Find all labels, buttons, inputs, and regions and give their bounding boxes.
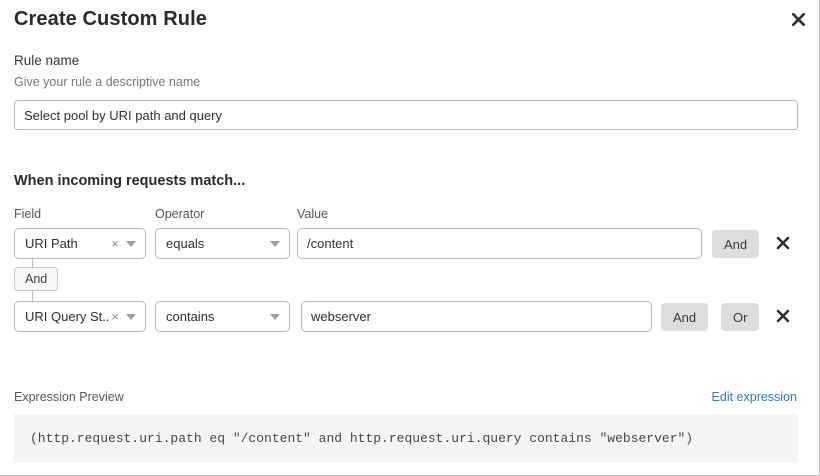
connector-line-top: [32, 259, 33, 269]
field-select-value-row-1: URI Path: [25, 236, 78, 251]
chevron-down-icon-field-row-1[interactable]: [126, 240, 136, 247]
delete-condition-row-2[interactable]: [774, 307, 792, 325]
close-icon[interactable]: [787, 8, 809, 30]
column-header-field: Field: [14, 207, 42, 221]
column-header-operator: Operator: [155, 207, 205, 221]
connector-and-label: And: [25, 272, 48, 286]
value-input-row-1[interactable]: [297, 228, 702, 259]
edit-expression-link[interactable]: Edit expression: [711, 390, 797, 404]
operator-select-row-2[interactable]: contains: [155, 301, 290, 332]
rule-name-label: Rule name: [14, 53, 80, 68]
chevron-down-icon-operator-row-1[interactable]: [270, 240, 280, 247]
rule-name-input[interactable]: [14, 100, 798, 130]
clear-icon-field-row-2[interactable]: ×: [111, 309, 119, 324]
field-select-value-row-2: URI Query St...: [25, 309, 110, 324]
clear-icon-field-row-1[interactable]: ×: [111, 236, 119, 251]
value-input-row-2[interactable]: [301, 301, 652, 332]
field-select-row-2[interactable]: URI Query St... ×: [14, 301, 146, 332]
field-select-row-1[interactable]: URI Path ×: [14, 228, 146, 259]
connector-line-bottom: [32, 291, 33, 301]
page-title: Create Custom Rule: [14, 8, 207, 30]
chevron-down-icon-field-row-2[interactable]: [126, 313, 136, 320]
or-button-row-2[interactable]: Or: [721, 303, 760, 331]
expression-preview-code: (http.request.uri.path eq "/content" and…: [14, 414, 798, 462]
chevron-down-icon-operator-row-2[interactable]: [270, 313, 280, 320]
operator-select-value-row-1: equals: [166, 236, 205, 251]
delete-condition-row-1[interactable]: [774, 234, 792, 252]
and-button-row-1[interactable]: And: [712, 230, 760, 258]
connector-and-badge[interactable]: And: [14, 267, 59, 291]
operator-select-row-1[interactable]: equals: [155, 228, 290, 259]
and-button-row-2[interactable]: And: [661, 303, 709, 331]
operator-select-value-row-2: contains: [166, 309, 215, 324]
rule-name-description: Give your rule a descriptive name: [14, 75, 201, 89]
conditions-heading: When incoming requests match...: [14, 173, 246, 189]
column-header-value: Value: [297, 207, 329, 221]
expression-preview-label: Expression Preview: [14, 390, 124, 404]
